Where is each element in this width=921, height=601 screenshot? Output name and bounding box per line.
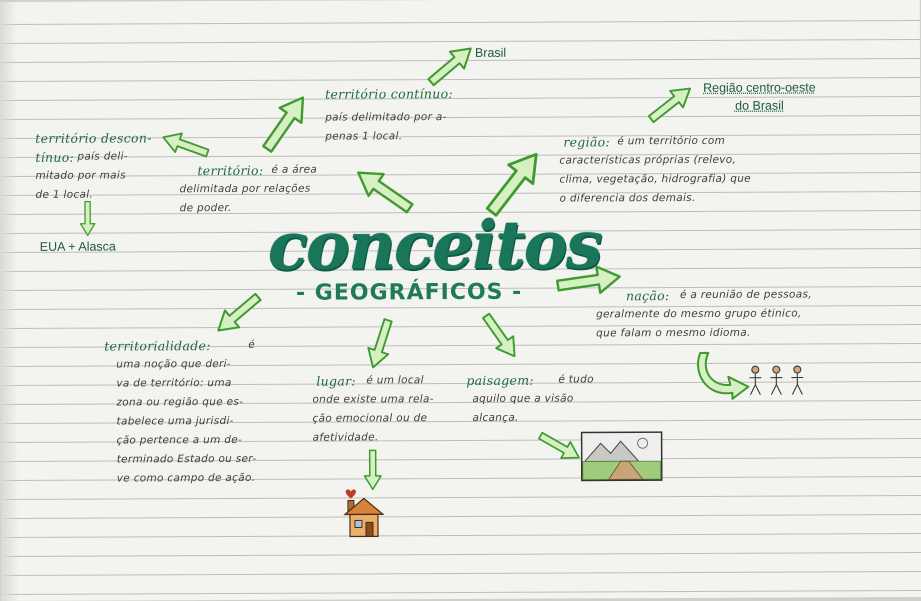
- lugar-text: é um local onde existe uma rela- ção emo…: [312, 374, 434, 444]
- nacao-text: é a reunião de pessoas, geralmente do me…: [596, 288, 812, 340]
- territorialidade-text: é uma noção que deri- va de território: …: [116, 338, 257, 485]
- brasil-label: Brasil: [474, 45, 507, 60]
- paisagem-text: é tudo aquilo que a visão alcança.: [472, 373, 594, 424]
- arrow-to-territorio-continuo: [255, 88, 315, 158]
- territorio-continuo-text: país delimitado por a- penas 1 local.: [325, 111, 447, 143]
- regiao-centro-oeste-label: Região centro-oeste do Brasil: [703, 80, 816, 113]
- arrow-curved-to-people: [697, 351, 750, 400]
- regiao-text: é um território com características próp…: [559, 134, 751, 205]
- arrow-to-territorialidade: [210, 287, 267, 340]
- territorio-descontinuo-text: país deli- mitado por mais de 1 local.: [35, 150, 128, 201]
- house-icon: [343, 489, 385, 538]
- arrow-to-territorio-descontinuo: [159, 127, 212, 164]
- arrow-to-paisagem: [476, 308, 525, 364]
- people-icon: [749, 365, 804, 395]
- territorio-text: é a área delimitada por relações de pode…: [179, 163, 318, 215]
- page-subtitle: - GEOGRÁFICOS -: [295, 279, 523, 306]
- arrow-to-brasil: [422, 39, 479, 92]
- landscape-picture-icon: [580, 431, 663, 482]
- arrow-to-landscape: [535, 426, 585, 467]
- eua-alasca-label: EUA + Alasca: [39, 239, 116, 254]
- heart-icon: [345, 489, 356, 499]
- arrow-to-lugar: [362, 316, 399, 372]
- arrow-to-centro-oeste: [643, 79, 698, 129]
- territorio-continuo-term: território contínuo:: [325, 86, 453, 102]
- page-title: conceitos: [267, 205, 602, 285]
- arrow-to-eua: [79, 200, 96, 237]
